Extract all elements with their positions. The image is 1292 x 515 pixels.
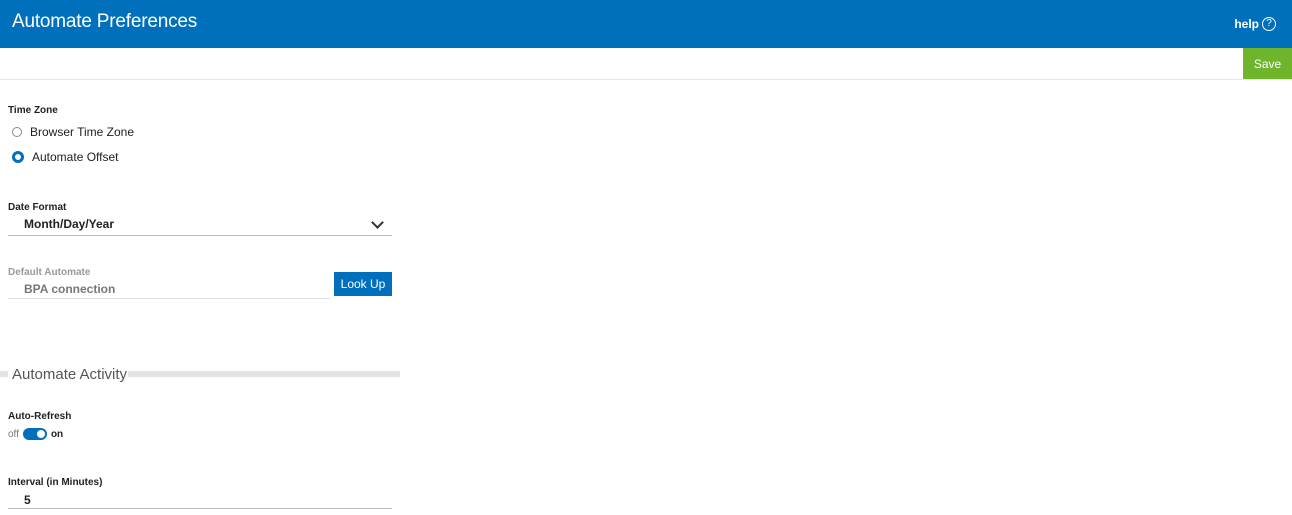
section-divider: [128, 371, 400, 377]
interval-value: 5: [24, 493, 31, 507]
auto-refresh-label: Auto-Refresh: [8, 411, 72, 422]
date-format-value: Month/Day/Year: [24, 217, 115, 231]
interval-label: Interval (in Minutes): [8, 477, 103, 488]
radio-label: Automate Offset: [32, 150, 119, 164]
default-automate-field[interactable]: BPA connection: [8, 279, 330, 299]
radio-button-checked[interactable]: [12, 151, 24, 163]
time-zone-label: Time Zone: [8, 105, 58, 116]
auto-refresh-row: off on: [8, 428, 63, 440]
default-automate-value: BPA connection: [24, 282, 116, 296]
interval-input[interactable]: 5: [8, 490, 392, 509]
toggle-on-label: on: [50, 428, 64, 440]
auto-refresh-toggle[interactable]: [22, 428, 47, 440]
radio-button-unchecked[interactable]: [12, 127, 22, 137]
date-format-label: Date Format: [8, 202, 67, 213]
help-label: help: [1234, 17, 1259, 31]
app-header: Automate Preferences help ?: [0, 0, 1292, 48]
radio-browser-time-zone[interactable]: Browser Time Zone: [12, 125, 134, 139]
toolbar: Save: [0, 48, 1292, 80]
chevron-down-icon: [371, 216, 384, 229]
date-format-select[interactable]: Month/Day/Year: [8, 214, 392, 236]
default-automate-label: Default Automate: [8, 267, 91, 278]
toggle-knob: [36, 430, 45, 438]
radio-label: Browser Time Zone: [30, 125, 135, 139]
toggle-off-label: off: [8, 428, 19, 440]
look-up-button[interactable]: Look Up: [334, 272, 392, 296]
save-button[interactable]: Save: [1243, 48, 1292, 79]
section-divider: [0, 371, 8, 377]
radio-automate-offset[interactable]: Automate Offset: [12, 150, 119, 164]
help-link[interactable]: help ?: [1234, 17, 1276, 31]
section-title-automate-activity: Automate Activity: [12, 366, 128, 383]
question-circle-icon: ?: [1262, 17, 1276, 31]
page-title: Automate Preferences: [12, 11, 198, 32]
